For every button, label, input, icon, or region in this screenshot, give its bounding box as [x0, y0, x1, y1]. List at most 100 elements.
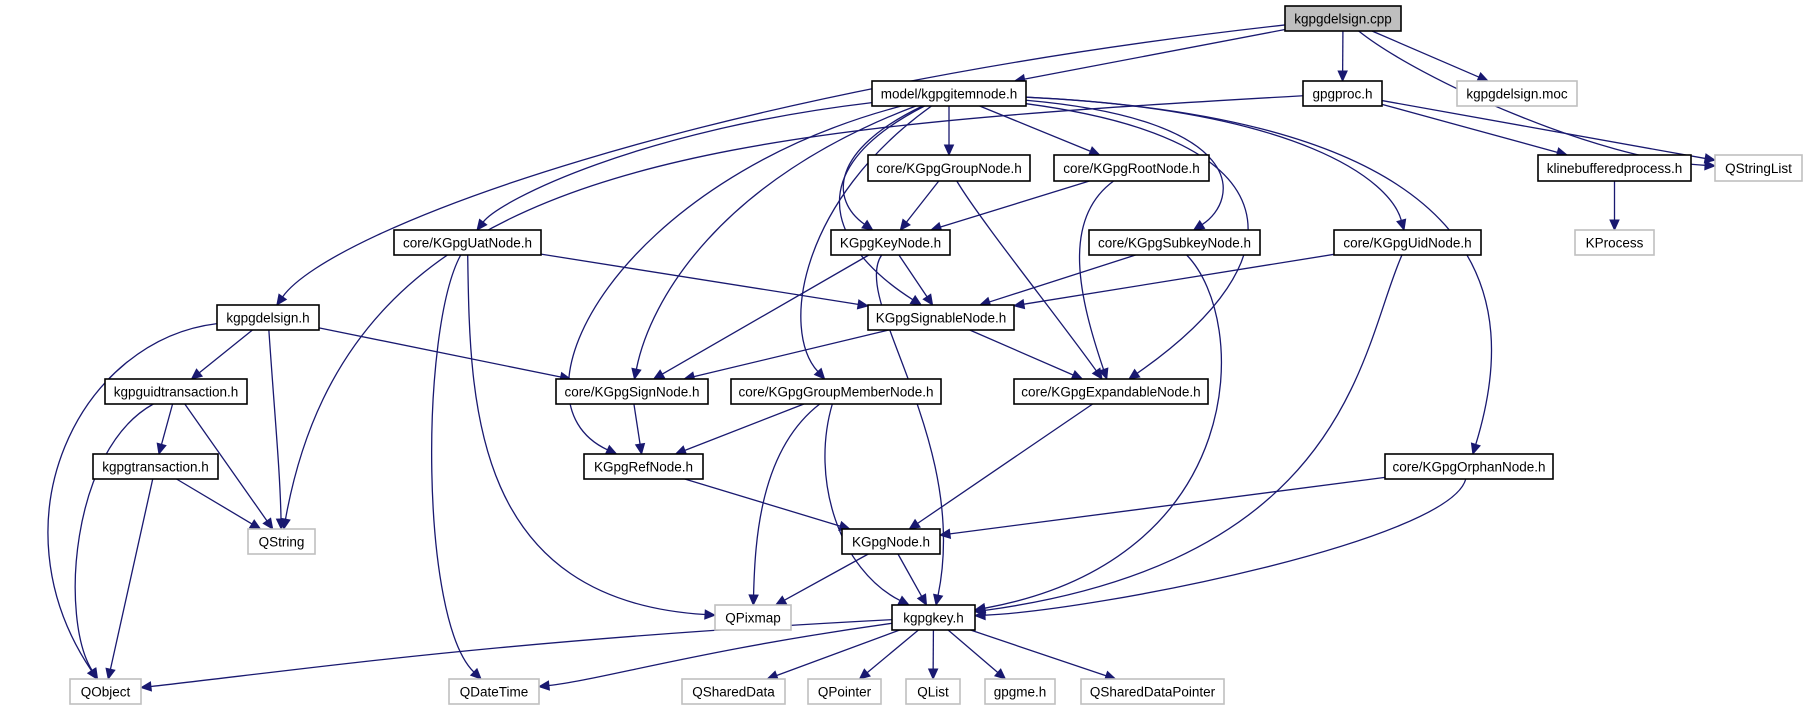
arrowhead-icon	[1192, 219, 1206, 231]
node-box	[871, 80, 1027, 107]
edge-uidtrans-to-transaction	[156, 403, 174, 456]
node-qdatetime: QDateTime	[448, 678, 540, 705]
node-orphannode[interactable]: core/KGpgOrphanNode.h	[1384, 453, 1554, 480]
edge-line	[984, 478, 1467, 616]
arrowhead-icon	[922, 293, 934, 307]
edge-line	[866, 629, 919, 674]
edge-line	[1024, 28, 1286, 80]
edge-line	[1025, 103, 1249, 374]
node-label: gpgme.h	[994, 685, 1047, 700]
arrowhead-icon	[190, 368, 204, 380]
edge-groupnode-to-expandablenode	[956, 180, 1103, 380]
node-cpp[interactable]: kgpgdelsign.cpp	[1284, 5, 1402, 32]
edge-line	[1023, 253, 1335, 305]
edge-line	[970, 629, 1107, 677]
edge-transaction-to-qobject	[105, 478, 154, 681]
node-box	[247, 528, 316, 555]
edge-line	[548, 622, 893, 687]
edge-line	[184, 403, 268, 522]
edge-kgpgnode-to-kgpgkey	[897, 553, 928, 607]
node-uatnode[interactable]: core/KGpgUatNode.h	[393, 229, 542, 256]
edge-line	[635, 105, 917, 370]
edge-uidtrans-to-qstring	[184, 403, 274, 530]
node-signablenode[interactable]: KGpgSignableNode.h	[867, 304, 1015, 331]
node-box	[841, 528, 941, 555]
node-label: QString	[259, 535, 305, 550]
node-itemnode[interactable]: model/kgpgitemnode.h	[871, 80, 1027, 107]
node-qpointer: QPointer	[807, 678, 882, 705]
node-label: core/KGpgUatNode.h	[403, 236, 532, 251]
node-gpgproc[interactable]: gpgproc.h	[1302, 80, 1383, 107]
node-box	[583, 453, 704, 480]
arrowhead-icon	[1396, 218, 1407, 232]
edge-line	[684, 403, 805, 451]
node-rootnode[interactable]: core/KGpgRootNode.h	[1053, 154, 1210, 182]
arrowhead-icon	[938, 528, 952, 540]
arrowhead-icon	[933, 593, 944, 607]
edge-line	[1078, 180, 1115, 370]
node-label: QStringList	[1725, 161, 1792, 176]
edge-line	[956, 180, 1097, 372]
node-box	[830, 229, 951, 256]
node-transaction[interactable]: kgpgtransaction.h	[92, 453, 219, 480]
edge-line	[984, 254, 1403, 612]
edge-gpgproc-to-qstringlist	[1381, 99, 1717, 164]
edge-line	[268, 329, 282, 520]
node-label: KProcess	[1586, 236, 1644, 251]
node-label: klinebufferedprocess.h	[1547, 161, 1683, 176]
edge-itemnode-to-groupmembernode	[800, 105, 932, 380]
node-subkeynode[interactable]: core/KGpgSubkeyNode.h	[1088, 229, 1261, 256]
arrowhead-icon	[1012, 298, 1026, 310]
arrowhead-icon	[1704, 160, 1717, 171]
node-groupnode[interactable]: core/KGpgGroupNode.h	[867, 154, 1031, 182]
edge-line	[979, 105, 1091, 152]
node-box	[448, 678, 540, 705]
node-keynode[interactable]: KGpgKeyNode.h	[830, 229, 951, 256]
edge-line	[898, 254, 928, 298]
node-box	[1053, 154, 1210, 182]
node-delsign_h[interactable]: kgpgdelsign.h	[216, 304, 320, 331]
node-kgpgnode[interactable]: KGpgNode.h	[841, 528, 941, 555]
node-label: QPointer	[818, 685, 872, 700]
node-box	[1456, 80, 1578, 107]
node-label: QList	[917, 685, 949, 700]
node-klbp[interactable]: klinebufferedprocess.h	[1537, 154, 1692, 182]
arrowhead-icon	[748, 594, 759, 607]
edge-line	[949, 476, 1386, 535]
node-box	[730, 378, 942, 405]
node-qstringlist: QStringList	[1714, 154, 1803, 182]
arrowhead-icon	[276, 293, 288, 306]
edge-line	[824, 403, 901, 602]
node-refnode[interactable]: KGpgRefNode.h	[583, 453, 704, 480]
node-label: kgpguidtransaction.h	[114, 385, 239, 400]
node-box	[1384, 453, 1554, 480]
node-label: core/KGpgGroupMemberNode.h	[738, 385, 933, 400]
node-expandablenode[interactable]: core/KGpgExpandableNode.h	[1013, 378, 1209, 405]
arrowhead-icon	[262, 517, 274, 530]
node-uidnode[interactable]: core/KGpgUidNode.h	[1333, 229, 1482, 256]
edge-line	[989, 254, 1136, 303]
edge-orphannode-to-kgpgkey	[973, 478, 1467, 621]
nodes-layer: kgpgdelsign.cpp kgpgdelsign.h model/kgpgit…	[69, 5, 1803, 705]
arrowhead-icon	[139, 681, 153, 692]
node-box	[104, 378, 248, 405]
arrowhead-icon	[652, 369, 666, 380]
arrowhead-icon	[1337, 70, 1348, 83]
edge-line	[917, 403, 1094, 524]
node-label: QObject	[81, 685, 131, 700]
node-label: core/KGpgSubkeyNode.h	[1098, 236, 1251, 251]
arrowhead-icon	[1127, 368, 1141, 380]
node-signnode[interactable]: core/KGpgSignNode.h	[555, 378, 709, 405]
edge-uatnode-to-signablenode	[540, 253, 870, 310]
arrowhead-icon	[1476, 72, 1490, 82]
arrowhead-icon	[1609, 219, 1620, 232]
node-groupmembernode[interactable]: core/KGpgGroupMemberNode.h	[730, 378, 942, 405]
node-uidtrans[interactable]: kgpguidtransaction.h	[104, 378, 248, 405]
node-kgpgkey[interactable]: kgpgkey.h	[891, 604, 976, 631]
edge-groupnode-to-keynode	[899, 180, 940, 231]
arrowhead-icon	[604, 444, 618, 455]
arrowhead-icon	[634, 442, 646, 456]
node-box	[891, 604, 976, 631]
edge-line	[1025, 96, 1493, 445]
edge-itemnode-to-expandablenode	[1025, 103, 1249, 380]
